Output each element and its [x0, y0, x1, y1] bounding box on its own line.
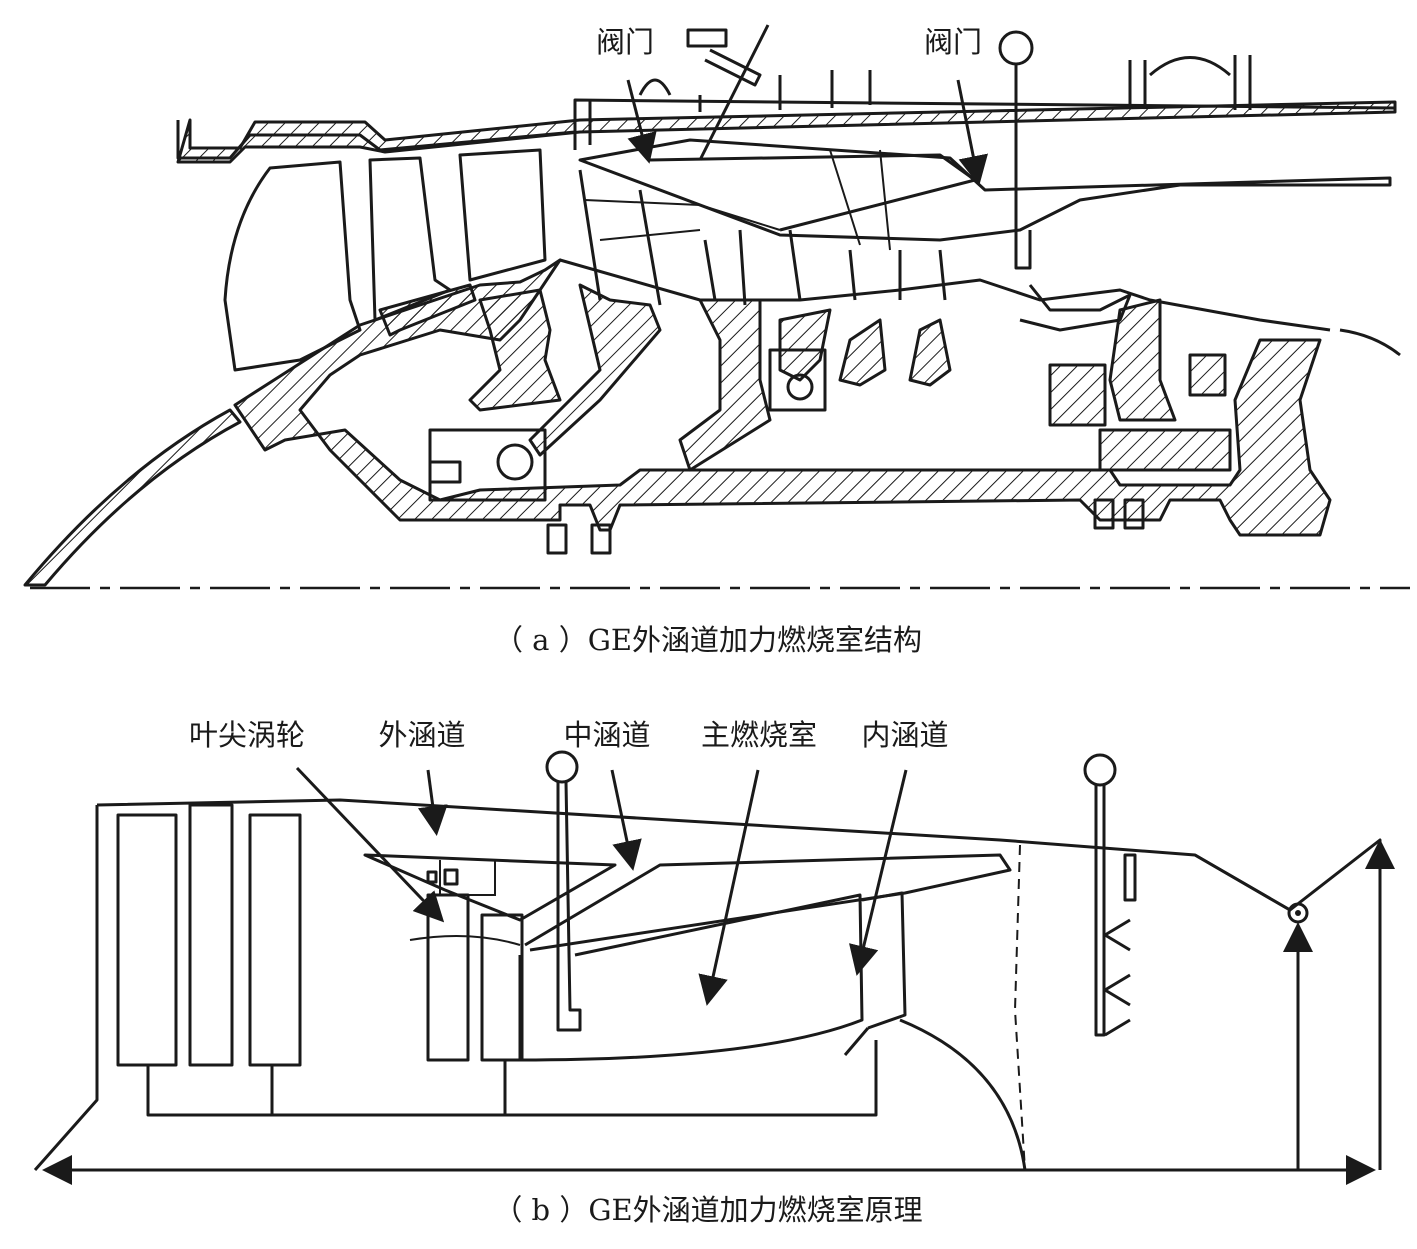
stator-ribs — [584, 149, 891, 251]
compressor-disk-1 — [468, 288, 562, 412]
support-frame — [528, 283, 662, 457]
front-bearing-ball — [496, 443, 534, 481]
label-outer-bypass: 外涵道 — [378, 718, 465, 752]
arrow-outer-bypass — [417, 769, 448, 836]
outer-bypass-splitter — [363, 853, 617, 922]
rear-bearing-housing — [1048, 363, 1107, 427]
nozzle-pivot-center — [1295, 910, 1301, 916]
label-valve-right: 阀门 — [924, 25, 982, 59]
fixture-1 — [426, 870, 438, 884]
compressor-disk-4 — [838, 318, 887, 387]
arrow-valve-right — [956, 79, 989, 186]
tip-turbine-blade-1 — [426, 893, 470, 1062]
injector-stem-right — [1094, 785, 1106, 1037]
diagram-a-structure: 阀门 阀门 （ a ）GE外涵道加力燃烧室结构 — [23, 24, 1410, 657]
arrow-inner-bypass — [849, 769, 908, 976]
middle-duct — [524, 853, 1012, 952]
flameholder-vgutters — [1103, 918, 1131, 1037]
combustor-liner-inner — [861, 891, 907, 1030]
arrow-middle-bypass — [610, 769, 642, 871]
valve-stem-right — [1014, 64, 1032, 270]
fan-stage-1 — [116, 813, 178, 1067]
fan-stage-3 — [248, 813, 302, 1067]
diagram-b-principle: 叶尖涡轮 外涵道 中涵道 主燃烧室 内涵道 （ b ）GE外涵道加力燃烧室原理 — [33, 718, 1395, 1227]
rear-seal-assembly — [1098, 428, 1232, 472]
nozzle-flap-lower — [1194, 853, 1291, 912]
valve-ball-right — [998, 30, 1034, 66]
arrow-valve-left — [626, 79, 657, 164]
inner-duct-curve — [899, 1018, 1027, 1171]
compressor-disk-5 — [908, 318, 952, 387]
arrow-main-combustor — [698, 769, 760, 1006]
combustor-exit — [843, 1027, 870, 1056]
shaft — [146, 1040, 878, 1117]
bolt-1 — [546, 523, 568, 555]
label-tip-turbine: 叶尖涡轮 — [189, 718, 305, 752]
caption-b: （ b ）GE外涵道加力燃烧室原理 — [493, 1193, 922, 1227]
mid-bearing-ball — [786, 373, 814, 401]
fan-blade-3 — [458, 148, 547, 282]
outer-casing-wall — [176, 100, 1397, 164]
inlet-spinner — [23, 408, 242, 587]
casing-flange-3 — [778, 70, 872, 110]
afterburner-liner — [1019, 284, 1132, 332]
bolt-4 — [1123, 498, 1145, 530]
valve-actuator-box — [686, 28, 728, 48]
blade-shroud — [409, 935, 521, 946]
fan-blade-2 — [368, 156, 452, 322]
label-inner-bypass: 内涵道 — [861, 718, 948, 752]
fan-stage-2 — [188, 803, 234, 1067]
injector-ball-left — [545, 750, 579, 784]
bolt-2 — [590, 523, 612, 555]
flameholder-bar — [1123, 853, 1137, 902]
arrow-tip-turbine — [295, 766, 445, 923]
splitter-inner — [649, 153, 977, 232]
valve-stem-left — [698, 24, 770, 161]
turbine-disk — [1108, 298, 1177, 422]
label-middle-bypass: 中涵道 — [563, 718, 650, 752]
tail-cone-line — [1339, 328, 1401, 357]
stator-vanes — [578, 169, 947, 306]
casing-flange-1 — [573, 100, 592, 150]
main-combustor — [518, 893, 864, 1062]
bearing-cap — [428, 460, 462, 484]
casing-flange-2 — [638, 78, 702, 112]
support-struts-left — [378, 283, 477, 337]
compressor-disk-2 — [678, 298, 772, 472]
tip-turbine-blade-2 — [480, 913, 524, 1062]
label-valve-left: 阀门 — [596, 25, 654, 59]
compressor-disk-3 — [778, 308, 832, 382]
afterburner-boundary — [1013, 844, 1026, 1171]
casing-flange-4 — [1128, 55, 1252, 110]
injector-ball-right — [1083, 753, 1117, 787]
bolt-3 — [1093, 498, 1115, 530]
rear-bearing-2 — [1188, 353, 1227, 397]
fixture-2 — [443, 868, 459, 886]
label-main-combustor: 主燃烧室 — [701, 718, 817, 752]
caption-a: （ a ）GE外涵道加力燃烧室结构 — [494, 623, 922, 657]
injector-stem-left — [556, 781, 582, 1032]
mid-bearing-housing — [768, 348, 827, 412]
